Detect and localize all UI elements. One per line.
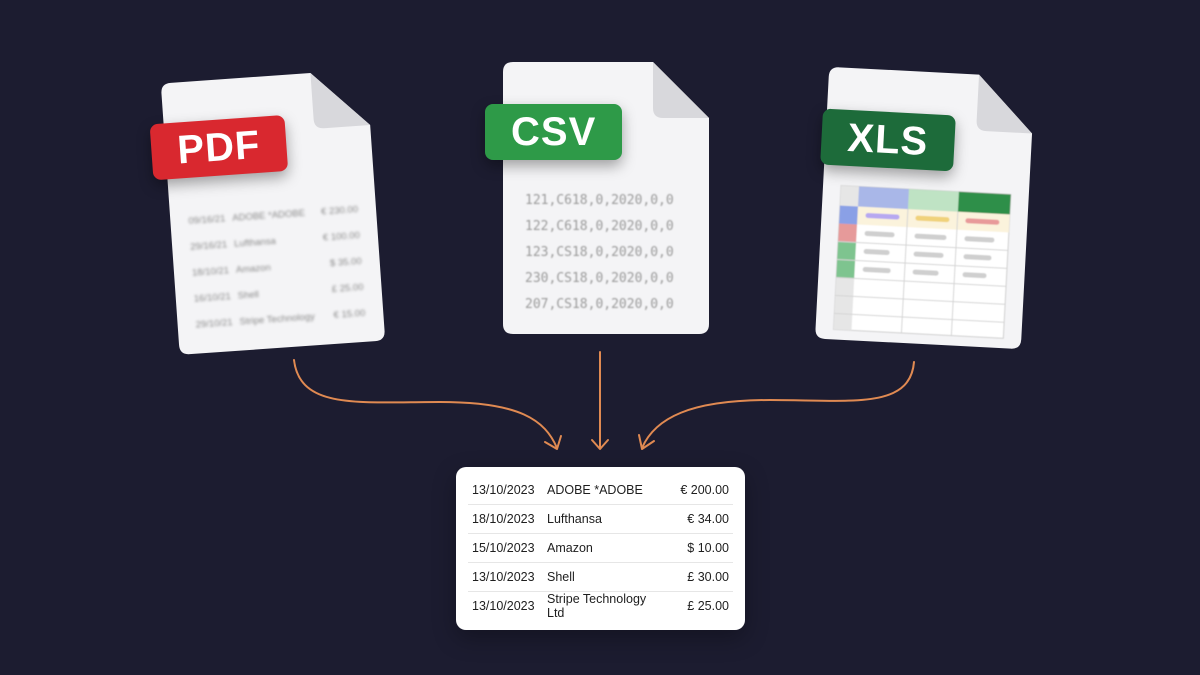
- pdf-row-date: 29/10/21: [195, 316, 233, 331]
- csv-line: 230,CS18,0,2020,0,0: [525, 271, 674, 286]
- row-amount: € 200.00: [680, 482, 729, 497]
- row-date: 18/10/2023: [472, 511, 535, 526]
- pdf-row-merchant: Lufthansa: [233, 235, 277, 250]
- pdf-badge: PDF: [149, 114, 289, 181]
- csv-blurred-rows: 121,C618,0,2020,0,0 122,C618,0,2020,0,0 …: [525, 188, 674, 318]
- row-date: 13/10/2023: [472, 598, 535, 613]
- arrow-head-xls: [638, 434, 655, 450]
- arrow-from-pdf: [293, 359, 558, 449]
- row-merchant: Amazon: [547, 540, 593, 555]
- xls-badge: XLS: [820, 108, 956, 172]
- table-row: 13/10/2023 Shell £ 30.00: [468, 562, 733, 592]
- row-date: 13/10/2023: [472, 482, 535, 497]
- row-amount: € 34.00: [687, 511, 729, 526]
- pdf-row-date: 16/10/21: [193, 290, 232, 305]
- pdf-row-merchant: Stripe Technology: [239, 310, 316, 328]
- row-merchant: Shell: [547, 569, 575, 584]
- row-amount: $ 10.00: [687, 540, 729, 555]
- pdf-row-date: 18/10/21: [191, 264, 230, 279]
- pdf-row-merchant: ADOBE *ADOBE: [231, 207, 306, 224]
- row-merchant: Stripe Technology Ltd: [547, 591, 647, 620]
- xls-file-document: XLS: [815, 67, 1035, 349]
- pdf-row-date: 29/16/21: [189, 238, 228, 253]
- pdf-row-merchant: Amazon: [235, 261, 272, 276]
- spreadsheet-grid-icon: [832, 185, 1012, 339]
- pdf-row-amount: € 100.00: [322, 229, 361, 244]
- pdf-file-document: PDF 09/16/21 ADOBE *ADOBE € 230.00 29/16/2…: [149, 69, 385, 355]
- row-date: 13/10/2023: [472, 569, 535, 584]
- arrow-head-pdf: [544, 435, 562, 450]
- table-row: 13/10/2023 Stripe Technology Ltd £ 25.00: [468, 591, 733, 620]
- row-date: 15/10/2023: [472, 540, 535, 555]
- row-amount: £ 25.00: [687, 598, 729, 613]
- arrow-head-csv: [591, 439, 609, 450]
- table-row: 18/10/2023 Lufthansa € 34.00: [468, 504, 733, 534]
- pdf-row-amount: £ 25.00: [331, 281, 364, 295]
- row-amount: £ 30.00: [687, 569, 729, 584]
- arrow-from-xls: [641, 361, 915, 449]
- row-merchant: Lufthansa: [547, 511, 602, 526]
- pdf-blurred-rows: 09/16/21 ADOBE *ADOBE € 230.00 29/16/21 Luf…: [188, 196, 367, 338]
- csv-line: 123,CS18,0,2020,0,0: [525, 245, 674, 260]
- unified-transactions-table: 13/10/2023 ADOBE *ADOBE € 200.00 18/10/2…: [456, 467, 745, 630]
- csv-line: 122,C618,0,2020,0,0: [525, 219, 674, 234]
- pdf-row-amount: € 15.00: [333, 307, 366, 321]
- csv-badge: CSV: [485, 104, 623, 160]
- pdf-row-amount: € 230.00: [320, 203, 359, 218]
- pdf-row-amount: $ 35.00: [329, 255, 363, 269]
- csv-line: 121,C618,0,2020,0,0: [525, 193, 674, 208]
- pdf-row-merchant: Shell: [237, 288, 260, 302]
- table-row: 15/10/2023 Amazon $ 10.00: [468, 533, 733, 563]
- pdf-row-date: 09/16/21: [188, 212, 226, 227]
- csv-file-document: CSV 121,C618,0,2020,0,0 122,C618,0,2020,…: [485, 62, 709, 334]
- row-merchant: ADOBE *ADOBE: [547, 482, 643, 497]
- csv-line: 207,CS18,0,2020,0,0: [525, 297, 674, 312]
- table-row: 13/10/2023 ADOBE *ADOBE € 200.00: [468, 475, 733, 505]
